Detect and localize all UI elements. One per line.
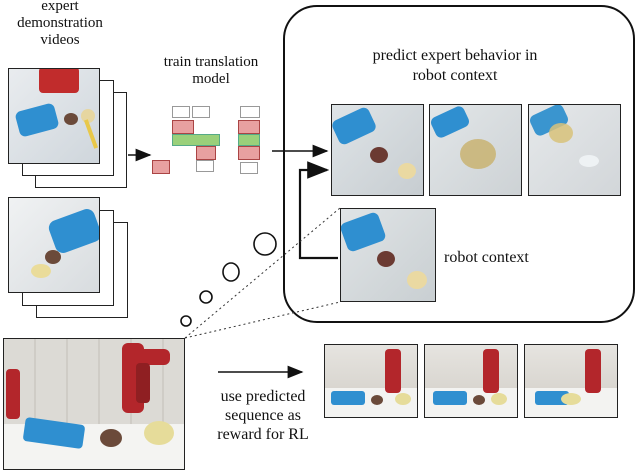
predicted-frame-2: [429, 104, 522, 196]
predicted-frame-1: [331, 104, 424, 196]
train-model-label: train translation model: [163, 54, 259, 87]
robot-context-box: [283, 5, 635, 323]
thought-bubble-4: [180, 315, 192, 327]
model-schematic: [148, 98, 270, 176]
rl-frame-2: [424, 344, 518, 418]
expert-video-frame-2: [8, 197, 100, 293]
dashed-zoom-line-1: [184, 207, 341, 339]
robot-context-label: robot context: [444, 249, 529, 266]
thought-bubble-2: [222, 262, 240, 282]
robot-scene-photo: [3, 338, 185, 470]
expert-video-frame-1: [8, 68, 100, 164]
predicted-frame-3: [528, 104, 621, 196]
expert-videos-label: expert demonstration videos: [17, 0, 103, 48]
dashed-zoom-line-2: [184, 301, 341, 339]
thought-bubble-1: [253, 232, 277, 256]
thought-bubble-3: [199, 290, 213, 304]
rl-frame-3: [524, 344, 618, 418]
robot-context-frame: [340, 208, 436, 302]
rl-frame-1: [324, 344, 418, 418]
predict-label: predict expert behavior in robot context: [372, 47, 538, 84]
arrow-context-to-predict: [298, 161, 338, 260]
reward-label: use predicted sequence as reward for RL: [217, 388, 309, 443]
